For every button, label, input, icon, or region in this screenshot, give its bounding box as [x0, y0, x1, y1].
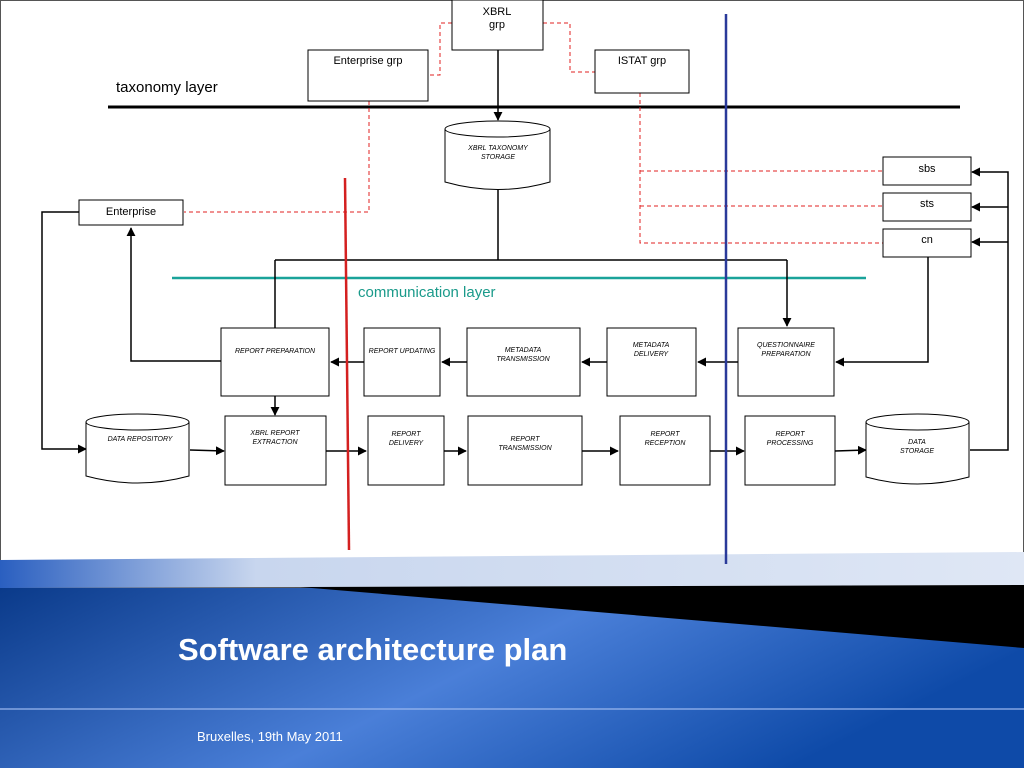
- svg-text:METADATA: METADATA: [505, 347, 542, 354]
- report-preparation-node: REPORT PREPARATION: [220, 327, 330, 397]
- svg-text:REPORT: REPORT: [650, 431, 680, 438]
- slide-title: Software architecture plan: [178, 632, 568, 667]
- svg-text:RECEPTION: RECEPTION: [645, 440, 687, 447]
- istat-grp-node: ISTAT grp: [594, 49, 690, 94]
- svg-text:ISTAT grp: ISTAT grp: [618, 55, 666, 67]
- svg-text:Enterprise: Enterprise: [106, 206, 156, 218]
- sbs-node: sbs: [882, 156, 972, 186]
- xbrl-report-extraction-node: XBRL REPORT EXTRACTION: [224, 415, 327, 486]
- svg-text:XBRL TAXONOMY: XBRL TAXONOMY: [467, 145, 529, 152]
- taxonomy-layer-label: taxonomy layer: [116, 79, 218, 96]
- footer-background: [0, 552, 1024, 768]
- dashed-links: [184, 22, 883, 244]
- data-storage-node: DATA STORAGE: [865, 413, 970, 485]
- svg-text:TRANSMISSION: TRANSMISSION: [498, 445, 552, 452]
- sts-node: sts: [882, 192, 972, 222]
- svg-text:XBRL REPORT: XBRL REPORT: [249, 430, 300, 437]
- svg-text:DELIVERY: DELIVERY: [389, 440, 425, 447]
- svg-text:REPORT PREPARATION: REPORT PREPARATION: [235, 348, 316, 355]
- report-processing-node: REPORT PROCESSING: [744, 415, 836, 486]
- svg-text:sts: sts: [920, 198, 935, 210]
- svg-text:EXTRACTION: EXTRACTION: [252, 439, 298, 446]
- svg-text:METADATA: METADATA: [633, 342, 670, 349]
- svg-text:STORAGE: STORAGE: [481, 154, 515, 161]
- connectors: [41, 50, 1009, 456]
- xbrl-grp-node: XBRL grp: [451, 0, 544, 51]
- communication-layer-label: communication layer: [358, 284, 496, 301]
- svg-text:REPORT: REPORT: [510, 436, 540, 443]
- svg-text:DATA: DATA: [908, 439, 926, 446]
- svg-text:PREPARATION: PREPARATION: [761, 351, 811, 358]
- questionnaire-preparation-node: QUESTIONNAIRE PREPARATION: [737, 327, 835, 397]
- enterprise-grp-node: Enterprise grp: [307, 49, 429, 102]
- metadata-transmission-node: METADATA TRANSMISSION: [466, 327, 581, 397]
- svg-text:REPORT: REPORT: [775, 431, 805, 438]
- svg-text:PROCESSING: PROCESSING: [767, 440, 814, 447]
- xbrl-taxonomy-storage-node: XBRL TAXONOMY STORAGE: [444, 120, 551, 190]
- report-delivery-node: REPORT DELIVERY: [367, 415, 445, 486]
- svg-text:QUESTIONNAIRE: QUESTIONNAIRE: [757, 342, 815, 349]
- svg-text:DATA REPOSITORY: DATA REPOSITORY: [108, 436, 174, 443]
- metadata-delivery-node: METADATA DELIVERY: [606, 327, 697, 397]
- svg-text:cn: cn: [921, 234, 933, 246]
- svg-text:REPORT UPDATING: REPORT UPDATING: [369, 348, 436, 355]
- report-updating-node: REPORT UPDATING: [363, 327, 441, 397]
- report-reception-node: REPORT RECEPTION: [619, 415, 711, 486]
- report-transmission-node: REPORT TRANSMISSION: [467, 415, 583, 486]
- cn-node: cn: [882, 228, 972, 258]
- data-repository-node: DATA REPOSITORY: [85, 413, 190, 484]
- enterprise-node: Enterprise: [78, 199, 184, 226]
- svg-text:DELIVERY: DELIVERY: [634, 351, 670, 358]
- svg-text:XBRL: XBRL: [483, 6, 512, 18]
- svg-text:TRANSMISSION: TRANSMISSION: [496, 356, 550, 363]
- slide-subtitle: Bruxelles, 19th May 2011: [197, 729, 343, 744]
- red-divider-line: [343, 177, 351, 551]
- svg-text:REPORT: REPORT: [391, 431, 421, 438]
- svg-text:STORAGE: STORAGE: [900, 448, 934, 455]
- svg-text:Enterprise grp: Enterprise grp: [333, 55, 402, 67]
- svg-text:grp: grp: [489, 19, 505, 31]
- svg-text:sbs: sbs: [918, 163, 936, 175]
